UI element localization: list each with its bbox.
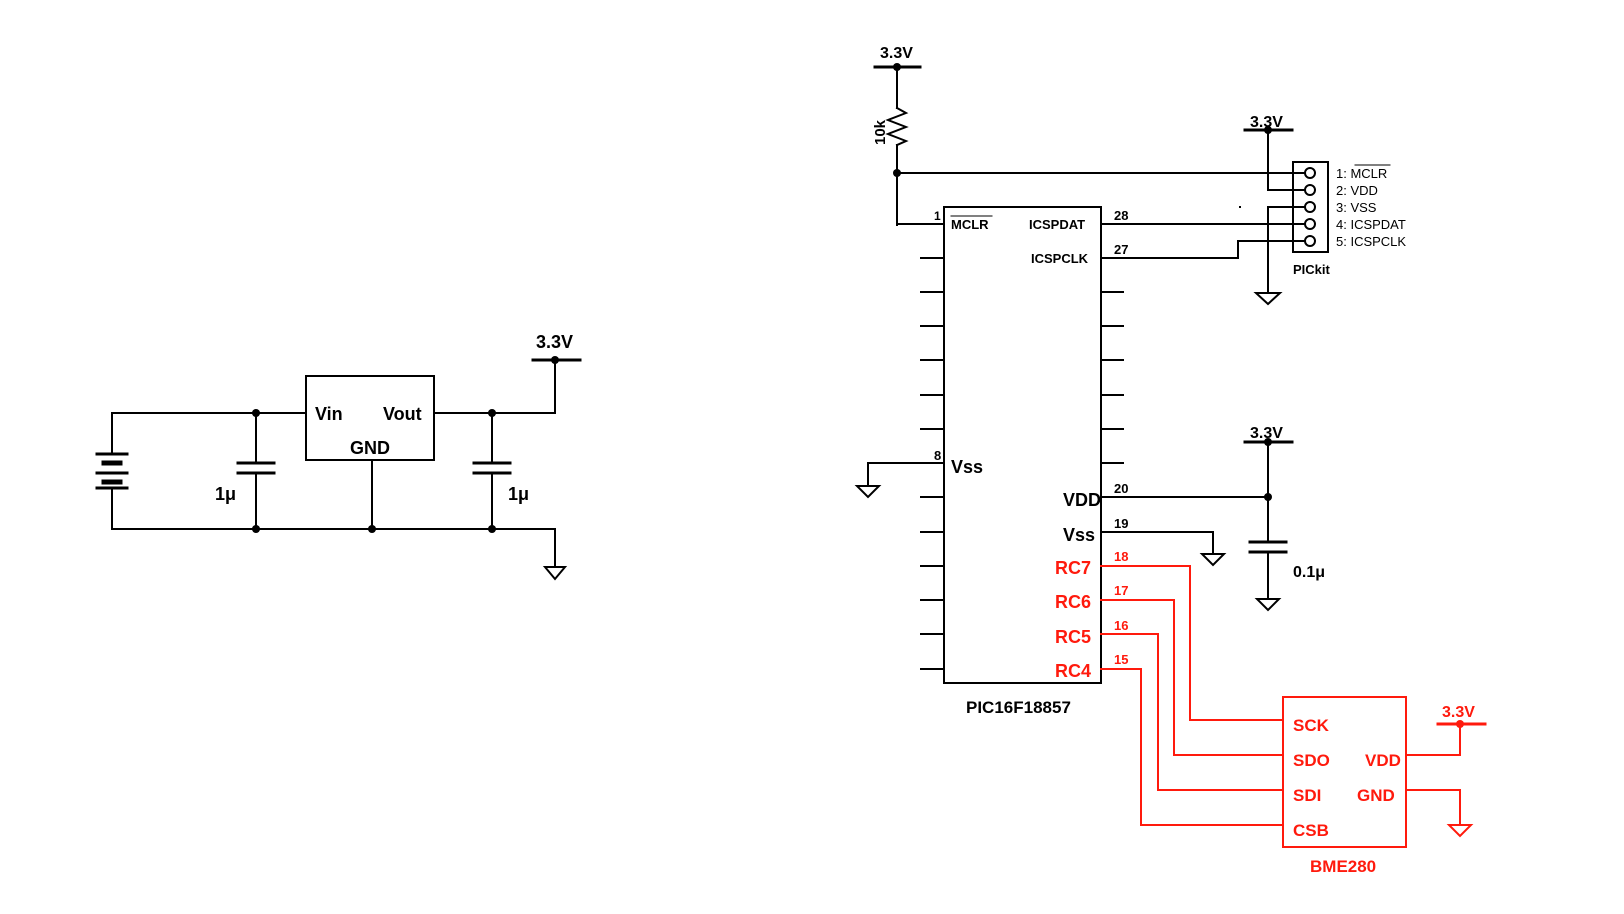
mclr-supply-label: 3.3V <box>880 45 913 62</box>
mcu-name-label: PIC16F18857 <box>966 698 1071 717</box>
wire-sdo <box>1100 599 1284 756</box>
rc4-label: RC4 <box>1055 661 1091 681</box>
pin-15-number: 15 <box>1114 652 1128 667</box>
bme-name-label: BME280 <box>1310 857 1376 876</box>
pin-18-number: 18 <box>1114 549 1128 564</box>
pickit-pin-5[interactable] <box>1304 235 1316 247</box>
pin-8-number: 8 <box>934 448 941 463</box>
cap-out-label: 1μ <box>508 484 529 504</box>
bme-sdi-label: SDI <box>1293 786 1321 805</box>
regulator-gnd-label: GND <box>350 438 390 458</box>
pickit-pin-3[interactable] <box>1304 201 1316 213</box>
rc5-label: RC5 <box>1055 627 1091 647</box>
pin-28-number: 28 <box>1114 208 1128 223</box>
pickit-pin-1-label: 1: MCLR <box>1336 166 1387 181</box>
wire-sdi <box>1100 633 1284 791</box>
pickit-name-label: PICkit <box>1293 262 1331 277</box>
mcu-section <box>854 206 1294 684</box>
bme280-body <box>1282 696 1407 848</box>
pickit-pin-2-label: 2: VDD <box>1336 183 1378 198</box>
icspclk-label: ICSPCLK <box>1031 251 1089 266</box>
pin-1-number: 1 <box>934 209 941 223</box>
ground-symbol <box>1446 824 1474 838</box>
resistor-label: 10k <box>872 119 889 145</box>
pickit-pin-1[interactable] <box>1304 167 1316 179</box>
pickit-pin-3-label: 3: VSS <box>1336 200 1377 215</box>
mclr-label: MCLR <box>951 217 989 232</box>
spi-nets <box>1100 565 1487 848</box>
regulator-section <box>95 356 582 581</box>
wire-bme-vdd <box>1405 723 1461 756</box>
pickit-pin-4-label: 4: ICSPDAT <box>1336 217 1406 232</box>
pin-20-number: 20 <box>1114 481 1128 496</box>
pickit-supply-label: 3.3V <box>1250 114 1283 131</box>
bme-sdo-label: SDO <box>1293 751 1330 770</box>
pickit-pin-5-label: 5: ICSPCLK <box>1336 234 1406 249</box>
regulator-box <box>305 375 435 461</box>
vss-right-label: Vss <box>1063 525 1095 545</box>
pickit-header <box>1292 161 1329 253</box>
mclr-section <box>873 63 1309 226</box>
bme-gnd-label: GND <box>1357 786 1395 805</box>
decoupling-supply-label: 3.3V <box>1250 425 1283 442</box>
decoupling-cap <box>1243 438 1294 612</box>
regulator-supply-label: 3.3V <box>536 332 573 352</box>
pickit-section <box>1100 126 1329 306</box>
pin-27-number: 27 <box>1114 242 1128 257</box>
bme-vdd-label: VDD <box>1365 751 1401 770</box>
pin-16-number: 16 <box>1114 618 1128 633</box>
pin-19-number: 19 <box>1114 516 1128 531</box>
bme-csb-label: CSB <box>1293 821 1329 840</box>
mcu-left-pins <box>854 257 945 670</box>
wire-csb <box>1100 668 1284 826</box>
mcu-right-pins <box>1100 291 1269 567</box>
pickit-pin-4[interactable] <box>1304 218 1316 230</box>
pickit-pin-2[interactable] <box>1304 184 1316 196</box>
battery-symbol <box>95 412 129 530</box>
wire-bme-gnd <box>1405 789 1461 825</box>
mcu-body <box>943 206 1102 684</box>
icspdat-label: ICSPDAT <box>1029 217 1085 232</box>
ground-symbol <box>542 566 568 581</box>
ground-symbol <box>1253 292 1283 306</box>
regulator-vin-label: Vin <box>315 404 343 424</box>
vss-left-label: Vss <box>951 457 983 477</box>
resistor-10k <box>885 106 909 147</box>
capacitor-in <box>236 412 276 530</box>
decoupling-cap-label: 0.1μ <box>1293 564 1325 581</box>
vdd-label: VDD <box>1063 490 1101 510</box>
wire-sck <box>1100 565 1284 721</box>
pin-17-number: 17 <box>1114 583 1128 598</box>
cap-in-label: 1μ <box>215 484 236 504</box>
capacitor-out <box>472 412 512 530</box>
bme-supply-label: 3.3V <box>1442 704 1475 721</box>
regulator-vout-label: Vout <box>383 404 422 424</box>
ground-symbol <box>854 485 882 499</box>
rc7-label: RC7 <box>1055 558 1091 578</box>
bme-sck-label: SCK <box>1293 716 1330 735</box>
ground-symbol <box>1199 553 1227 567</box>
rc6-label: RC6 <box>1055 592 1091 612</box>
ground-symbol <box>1254 598 1282 612</box>
